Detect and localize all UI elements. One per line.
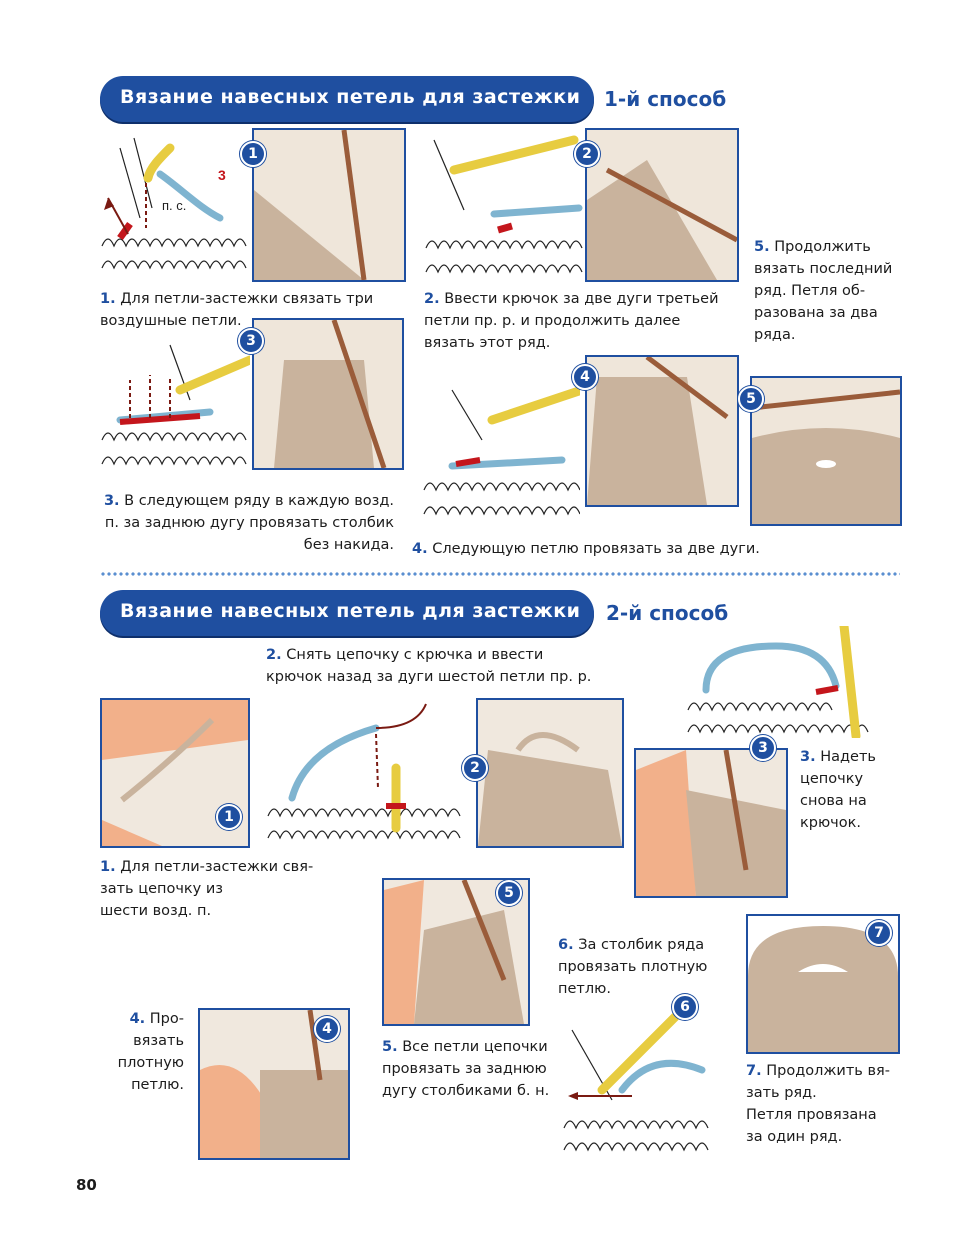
step5-badge: 5 [738, 386, 764, 412]
s2-step5-badge: 5 [496, 880, 522, 906]
section1-step4-caption: 4. Следующую петлю провязать за две дуги… [412, 541, 760, 557]
step4-badge: 4 [572, 364, 598, 390]
s2-step4-badge: 4 [314, 1016, 340, 1042]
photo-s2-step2 [476, 698, 624, 848]
diagram-step4 [422, 380, 580, 520]
section1-title-banner: Вязание навесных петель для застежки [100, 76, 594, 122]
section1-step1-caption: 1. Для петли-застежки связать три воздуш… [100, 291, 374, 329]
s2-step6-badge: 6 [672, 994, 698, 1020]
section2-title-banner: Вязание навесных петель для застежки [100, 590, 594, 636]
diagram-label-ps: п. с. [162, 198, 186, 213]
photo-step2 [585, 128, 739, 282]
photo-s2-step5 [382, 878, 530, 1026]
section2-step3-caption: 3. Надеть цепочку снова на крючок. [800, 749, 876, 831]
step3-badge: 3 [238, 328, 264, 354]
diagram-number-3: 3 [218, 167, 226, 183]
step1-badge: 1 [240, 141, 266, 167]
diagram-s2-step3 [686, 626, 878, 738]
s2-step2-badge: 2 [462, 755, 488, 781]
step2-badge: 2 [574, 141, 600, 167]
s2-step3-badge: 3 [750, 735, 776, 761]
section2-step2-caption: 2. Снять цепочку с крючка и ввести крючо… [266, 647, 592, 685]
diagram-step3 [100, 340, 250, 470]
diagram-s2-step6 [562, 1010, 712, 1156]
s2-step7-badge: 7 [866, 920, 892, 946]
section1-title: Вязание навесных петель для застежки [120, 86, 581, 108]
diagram-s2-step2 [266, 698, 466, 844]
section2-title: Вязание навесных петель для застежки [120, 600, 581, 622]
section1-step2-caption: 2. Ввести крючок за две дуги третьей пет… [424, 291, 719, 351]
section1-step5-caption: 5. Продолжить вязать последний ряд. Петл… [754, 239, 893, 343]
section-divider [100, 570, 900, 578]
section2-step4-caption: 4. Про- вязать плотную петлю. [117, 1011, 184, 1093]
photo-step3 [252, 318, 404, 470]
diagram-step1-chain: п. с. 3 [100, 128, 250, 276]
section2-method: 2-й способ [606, 601, 729, 625]
photo-step5 [750, 376, 902, 526]
section2-step5-caption: 5. Все петли цепочки провязать за заднюю… [382, 1039, 550, 1099]
section1-step3-caption: 3. В следующем ряду в каждую возд. п. за… [103, 493, 394, 553]
section2-step7-caption: 7. Продолжить вя- зать ряд. Петля провяз… [746, 1063, 890, 1145]
diagram-step2 [424, 130, 584, 280]
section2-step1-caption: 1. Для петли-застежки свя- зать цепочку … [100, 859, 314, 919]
photo-step4 [585, 355, 739, 507]
s2-step1-badge: 1 [216, 804, 242, 830]
page-number: 80 [76, 1176, 97, 1194]
photo-s2-step3 [634, 748, 788, 898]
photo-step1 [252, 128, 406, 282]
section2-step6-caption: 6. За столбик ряда провязать плотную пет… [558, 937, 708, 997]
section1-method: 1-й способ [604, 87, 727, 111]
